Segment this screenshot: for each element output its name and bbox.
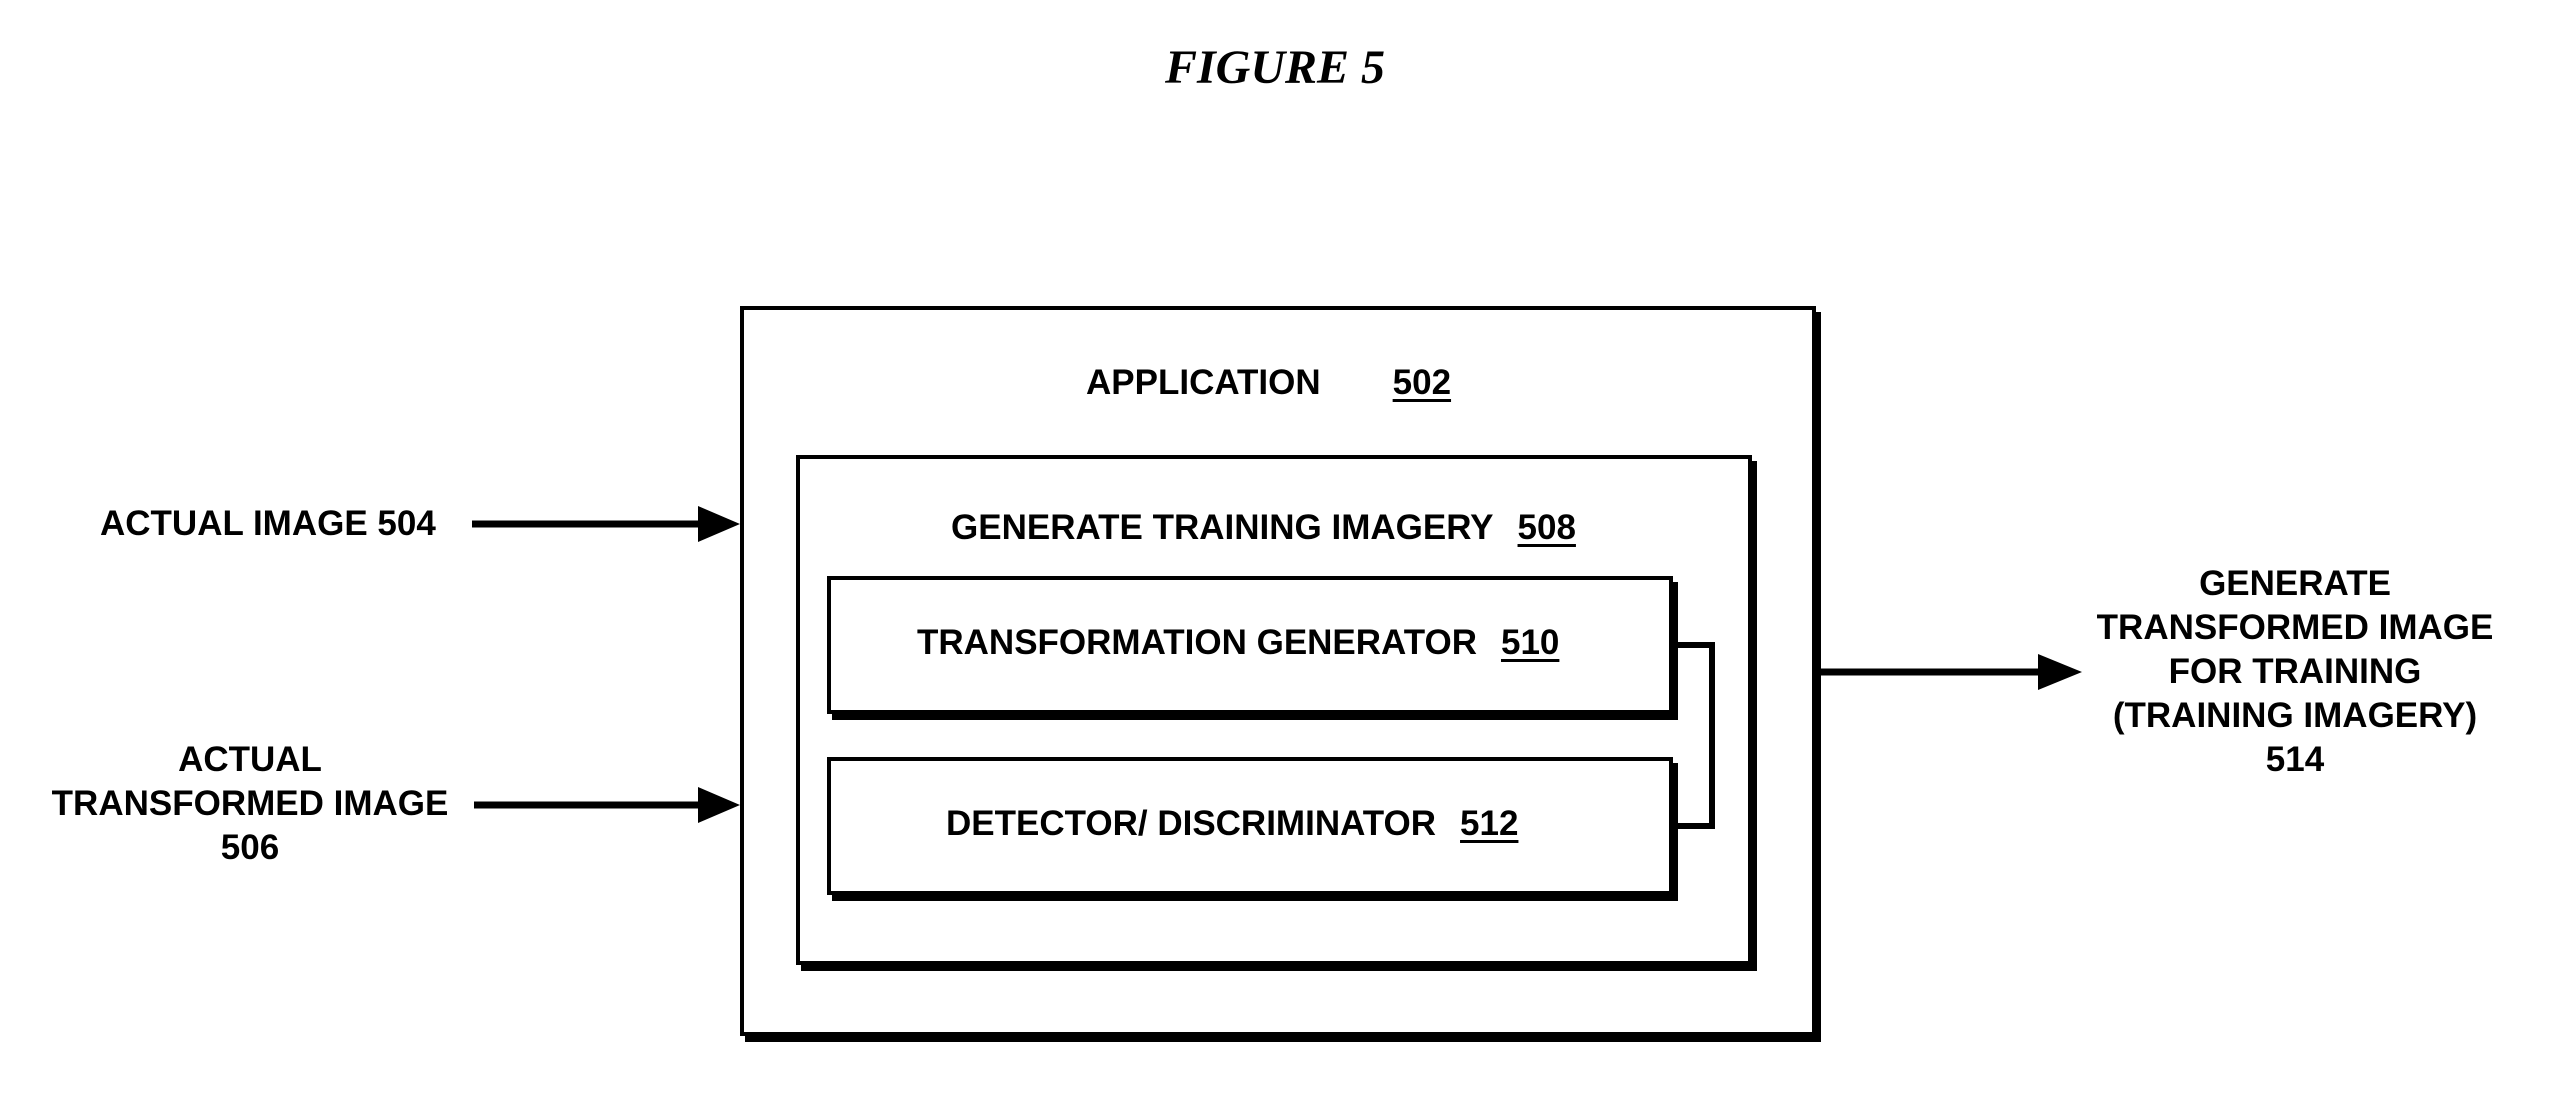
actual-image-label: ACTUAL IMAGE 504 xyxy=(100,502,436,546)
generate-training-imagery-label: GENERATE TRAINING IMAGERY 508 xyxy=(951,506,1576,550)
generator-discriminator-connector xyxy=(1673,645,1712,826)
transformation-generator-title: TRANSFORMATION GENERATOR xyxy=(917,621,1477,665)
output-line4: (TRAINING IMAGERY) xyxy=(2075,694,2515,738)
actual-transformed-image-label: ACTUAL TRANSFORMED IMAGE 506 xyxy=(30,738,470,870)
application-label: APPLICATION 502 xyxy=(1086,361,1451,405)
output-line3: FOR TRAINING xyxy=(2075,650,2515,694)
generate-training-imagery-ref: 508 xyxy=(1518,506,1576,550)
application-ref: 502 xyxy=(1393,361,1451,405)
output-line1: GENERATE xyxy=(2075,562,2515,606)
detector-discriminator-title: DETECTOR/ DISCRIMINATOR xyxy=(946,802,1436,846)
output-line2: TRANSFORMED IMAGE xyxy=(2075,606,2515,650)
arrow-output xyxy=(1820,654,2082,690)
output-line5: 514 xyxy=(2075,738,2515,782)
actual-transformed-image-line2: TRANSFORMED IMAGE xyxy=(30,782,470,826)
arrow-actual-image xyxy=(472,506,740,542)
output-label: GENERATE TRANSFORMED IMAGE FOR TRAINING … xyxy=(2075,562,2515,782)
application-title: APPLICATION xyxy=(1086,361,1321,405)
generate-training-imagery-title: GENERATE TRAINING IMAGERY xyxy=(951,506,1494,550)
arrow-actual-transformed-image xyxy=(474,787,740,823)
actual-transformed-image-line1: ACTUAL xyxy=(30,738,470,782)
actual-transformed-image-line3: 506 xyxy=(30,826,470,870)
detector-discriminator-label: DETECTOR/ DISCRIMINATOR 512 xyxy=(946,802,1518,846)
detector-discriminator-ref: 512 xyxy=(1460,802,1518,846)
transformation-generator-label: TRANSFORMATION GENERATOR 510 xyxy=(917,621,1559,665)
transformation-generator-ref: 510 xyxy=(1501,621,1559,665)
